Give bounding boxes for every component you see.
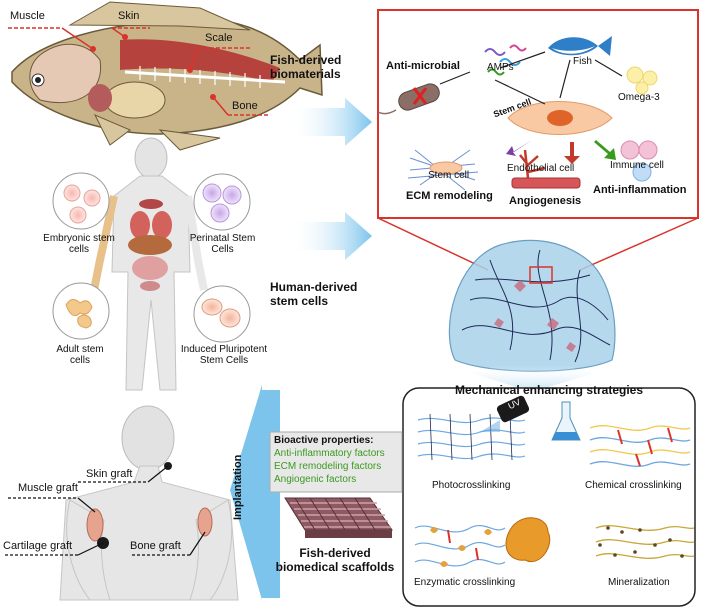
strategies-title: Mechanical enhancing strategies [454,383,644,397]
graft-leader-lines [5,465,206,556]
human-stem-cells-caption: Human-derived stem cells [270,280,358,308]
amps-squiggles [484,44,527,76]
label-enzymatic-crosslinking: Enzymatic crosslinking [414,577,516,588]
flask-icon [551,401,581,441]
label-cartilage-graft: Cartilage graft [3,540,73,552]
label-ipsc: Induced Pluripotent Stem Cells [180,344,268,366]
dome-down-arrow [468,365,598,392]
scaffold-caption: Fish-derived biomedical scaffolds [275,546,395,574]
label-stem-cell-ecm: Stem cell [428,170,470,181]
label-fish: Fish [573,56,592,67]
chemical-network [589,425,691,467]
label-omega3: Omega-3 [618,92,660,103]
immune-cells [620,140,658,182]
embryonic-stem-cell-circle [52,172,110,230]
ecm-stem-cell [429,161,463,175]
bioactive-title: Bioactive properties: [274,435,374,446]
label-chemical-crosslinking: Chemical crosslinking [585,480,682,491]
mineralization-network [595,525,695,559]
endothelial-vessel [511,149,581,189]
label-anti-inflammation: Anti-inflammation [593,184,687,196]
scaffold-mesh [284,497,393,538]
factor-ecm-remodeling: ECM remodeling factors [274,461,382,472]
stemcell-arrow [290,212,372,260]
torso-illustration [59,405,239,601]
label-skin-graft: Skin graft [86,468,133,480]
fish-icon [548,36,612,56]
label-muscle: Muscle [10,10,45,22]
label-endothelial: Endothelial cell [507,163,575,174]
enzyme-blob [505,517,551,563]
fish-illustration [11,1,323,151]
human-body-illustration [90,137,208,391]
zoom-line-left [377,217,489,271]
label-photocrosslinking: Photocrosslinking [432,480,511,491]
label-scale: Scale [205,32,233,44]
omega3-droplets [626,66,658,95]
bacterium-icon [377,83,440,115]
factor-anti-inflammatory: Anti-inflammatory factors [274,448,385,459]
fish-derived-caption: Fish-derived biomaterials [270,53,342,81]
label-adult: Adult stem cells [56,344,104,366]
label-immune: Immune cell [610,160,664,171]
implantation-label: Implantation [232,454,244,520]
uv-lamp [480,395,530,432]
zoom-line-right [579,217,699,271]
central-stem-cell [507,101,613,135]
ecm-arrow [506,140,532,156]
label-ecm-remodeling: ECM remodeling [406,190,493,202]
fish-arrow [290,98,372,146]
ipsc-circle [193,285,251,343]
factor-angiogenic: Angiogenic factors [274,474,357,485]
label-bone: Bone [232,100,258,112]
label-bone-graft: Bone graft [130,540,181,552]
label-skin: Skin [118,10,140,22]
fish-label-lines [8,27,268,116]
label-anti-microbial: Anti-microbial [386,60,460,72]
label-embryonic: Embryonic stem cells [43,233,115,255]
mechanism-arrows [439,51,623,105]
label-mineralization: Mineralization [608,577,670,588]
implantation-arrow-point [230,385,262,600]
hydrogel-dome [448,239,616,372]
bioactive-box [269,431,403,493]
label-angiogenesis: Angiogenesis [509,195,582,207]
enzymatic-network [414,525,506,567]
angiogenesis-arrow [564,142,580,164]
perinatal-stem-cell-circle [193,173,251,231]
adult-stem-cell-circle [52,282,110,340]
photocrosslink-network [417,413,526,461]
label-amps: AMPs [487,62,514,73]
label-perinatal: Perinatal Stem Cells [189,233,256,255]
label-muscle-graft: Muscle graft [18,482,78,494]
anti-inflammation-arrow [594,140,616,160]
